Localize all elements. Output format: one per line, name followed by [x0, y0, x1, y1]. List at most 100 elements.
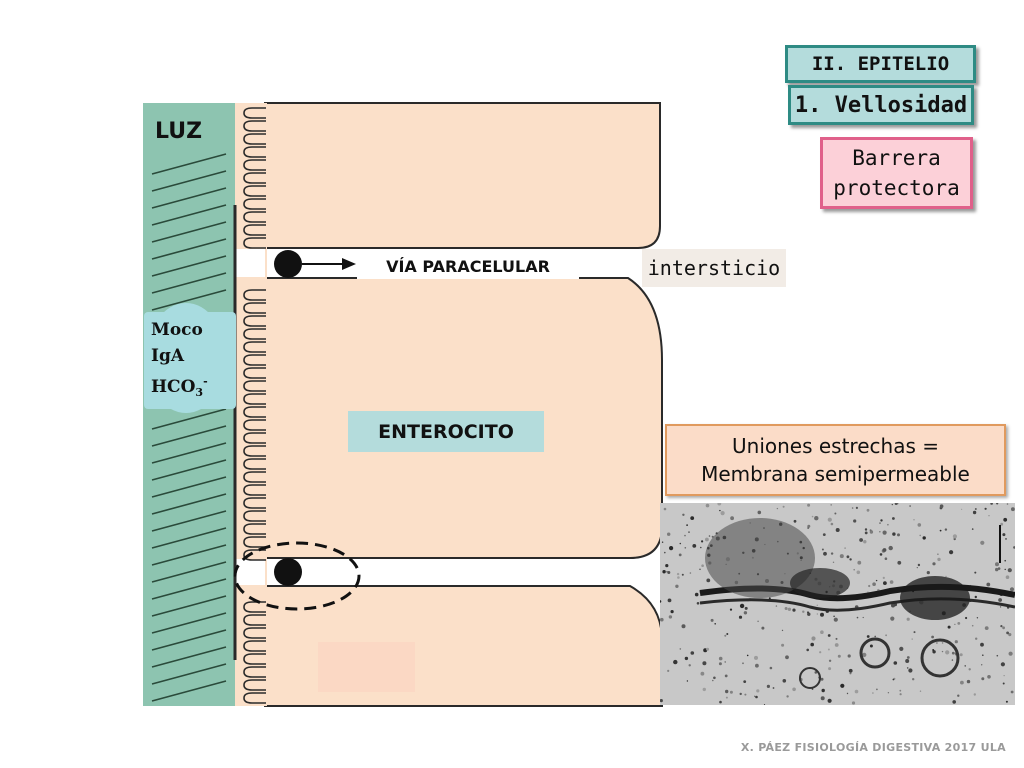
- micrograph-grain: [922, 536, 926, 540]
- micrograph-grain: [666, 570, 668, 573]
- micrograph-grain: [954, 623, 956, 625]
- mucus-hatch-line: [151, 544, 227, 566]
- micrograph-grain: [787, 607, 792, 611]
- micrograph-grain: [1004, 559, 1006, 562]
- micrograph-grain: [1008, 651, 1013, 656]
- micrograph-grain: [782, 505, 785, 508]
- subsection-title: 1. Vellosidad: [788, 85, 974, 125]
- micrograph-grain: [670, 610, 674, 614]
- micrograph-grain: [667, 598, 672, 603]
- microvillus: [243, 341, 266, 353]
- micrograph-grain: [744, 693, 747, 696]
- mucus-hatch-line: [151, 476, 227, 498]
- micrograph-grain: [944, 528, 948, 531]
- micrograph-grain: [987, 675, 991, 679]
- micrograph-grain: [681, 624, 686, 629]
- micrograph-grain: [866, 635, 870, 638]
- micrograph-grain: [668, 615, 673, 619]
- micrograph-grain: [781, 643, 785, 647]
- micrograph-grain: [830, 504, 833, 506]
- paracellular-arrow-head: [342, 258, 356, 270]
- micrograph-grain: [996, 654, 999, 657]
- mucus-hatch-line: [151, 561, 227, 583]
- micrograph-grain: [965, 616, 968, 620]
- micrograph-grain: [1000, 522, 1004, 526]
- micrograph-grain: [872, 582, 876, 586]
- intersticio-label: intersticio: [642, 249, 786, 287]
- micrograph-grain: [885, 634, 887, 637]
- micrograph-grain: [875, 579, 878, 582]
- micrograph-grain: [782, 679, 787, 683]
- micrograph-grain: [719, 700, 722, 704]
- micrograph-grain: [820, 677, 824, 681]
- micrograph-grain: [1009, 587, 1015, 592]
- micrograph-grain: [677, 576, 680, 579]
- micrograph-grain: [729, 608, 733, 611]
- micrograph-grain: [692, 544, 697, 548]
- micrograph-grain: [661, 541, 664, 543]
- micrograph-grain: [939, 529, 942, 532]
- micrograph-grain: [971, 528, 974, 530]
- mucus-hatch-line: [151, 187, 227, 209]
- microvillus: [243, 523, 266, 535]
- micrograph-grain: [784, 607, 788, 610]
- micrograph-grain: [908, 668, 913, 673]
- micrograph-grain: [667, 532, 671, 536]
- micrograph-grain: [952, 534, 957, 539]
- micrograph-grain: [763, 704, 766, 705]
- iga-label: IgA: [151, 346, 185, 366]
- micrograph-grain: [775, 605, 778, 607]
- mucus-hatch-line: [151, 272, 227, 294]
- micrograph-grain: [712, 679, 714, 682]
- micrograph-grain: [892, 517, 895, 520]
- micrograph-grain: [971, 624, 974, 627]
- micrograph-grain: [738, 615, 743, 619]
- microvillus: [243, 536, 266, 548]
- micrograph-grain: [724, 634, 727, 637]
- micrograph-grain: [718, 656, 723, 661]
- micrograph-grain: [891, 504, 893, 506]
- micrograph-grain: [866, 508, 870, 512]
- micrograph-grain: [990, 503, 993, 505]
- micrograph-grain: [665, 564, 669, 568]
- micrograph-grain: [833, 617, 838, 622]
- micrograph-grain: [822, 533, 826, 536]
- micrograph-grain: [932, 649, 935, 651]
- micrograph-grain: [862, 652, 867, 657]
- micrograph-grain: [754, 655, 758, 660]
- micrograph-grain: [972, 510, 977, 515]
- microvillus: [243, 510, 266, 522]
- micrograph-grain: [941, 642, 944, 644]
- microvillus: [243, 172, 266, 184]
- micrograph-grain: [827, 648, 830, 651]
- microvillus: [243, 640, 266, 652]
- microvillus: [243, 289, 266, 301]
- micrograph-grain: [776, 507, 779, 510]
- micrograph-grain: [686, 680, 689, 682]
- micrograph-grain: [1010, 690, 1014, 694]
- via-paracelular-label: VÍA PARACELULAR: [357, 253, 579, 279]
- micrograph-grain: [964, 665, 966, 667]
- micrograph-grain: [892, 678, 895, 681]
- micrograph-grain: [667, 669, 670, 672]
- micrograph-grain: [757, 620, 759, 623]
- micrograph-grain: [855, 506, 858, 509]
- mucus-hatch-line: [151, 204, 227, 226]
- micrograph-grain: [859, 538, 863, 542]
- junction-highlight-ellipse: [233, 541, 361, 611]
- micrograph-grain: [966, 679, 971, 684]
- micrograph-grain: [876, 688, 878, 691]
- micrograph-grain: [949, 550, 954, 555]
- luz-label: LUZ: [155, 118, 203, 144]
- microvillus: [243, 146, 266, 158]
- micrograph-grain: [1002, 533, 1006, 537]
- micrograph-grain: [821, 688, 825, 693]
- micrograph-grain: [1006, 631, 1009, 635]
- micrograph-grain: [856, 616, 859, 619]
- micrograph-grain: [846, 692, 849, 695]
- uniones-line2: Membrana semipermeable: [701, 462, 970, 486]
- micrograph-grain: [893, 661, 898, 665]
- microvillus: [243, 198, 266, 210]
- micrograph-grain: [894, 503, 898, 505]
- micrograph-grain: [1000, 625, 1003, 628]
